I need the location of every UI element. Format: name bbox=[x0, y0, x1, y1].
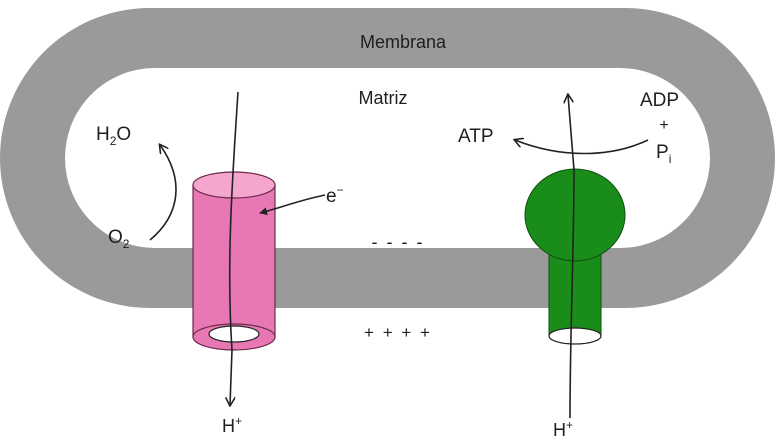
oxygen-to-water-arrow bbox=[150, 145, 176, 240]
proton-left-label: H+ bbox=[222, 414, 242, 436]
channel-opening-left bbox=[209, 326, 259, 342]
membrane-label: Membrana bbox=[360, 32, 447, 52]
proton-right-h: H bbox=[553, 420, 566, 440]
phosphate-p: P bbox=[656, 142, 669, 163]
inner-charge-label: - - - - bbox=[372, 232, 425, 252]
outer-charge-label: + + + + bbox=[364, 323, 432, 342]
oxygen-o: O bbox=[108, 227, 123, 248]
phosphate-subscript: i bbox=[669, 152, 672, 166]
electron-superscript: − bbox=[337, 183, 344, 197]
electron-label: e− bbox=[326, 183, 344, 207]
proton-right-label: H+ bbox=[553, 418, 573, 440]
electron-transport-complex bbox=[193, 172, 275, 350]
water-h: H bbox=[96, 124, 110, 145]
adp-to-atp-arrow bbox=[515, 140, 648, 154]
plus-sign: + bbox=[659, 117, 668, 134]
proton-left-superscript: + bbox=[235, 414, 242, 428]
proton-left-h: H bbox=[222, 416, 235, 436]
matrix-label: Matriz bbox=[359, 88, 408, 108]
proton-right-superscript: + bbox=[566, 418, 573, 432]
channel-opening-right bbox=[549, 328, 601, 344]
adp-label: ADP bbox=[640, 90, 679, 111]
oxygen-subscript: 2 bbox=[123, 237, 130, 251]
water-o: O bbox=[116, 124, 131, 145]
atp-label: ATP bbox=[458, 126, 494, 147]
water-label: H2O bbox=[96, 124, 131, 148]
phosphate-label: Pi bbox=[656, 142, 671, 166]
electron-e: e bbox=[326, 186, 337, 207]
oxygen-label: O2 bbox=[108, 227, 130, 251]
